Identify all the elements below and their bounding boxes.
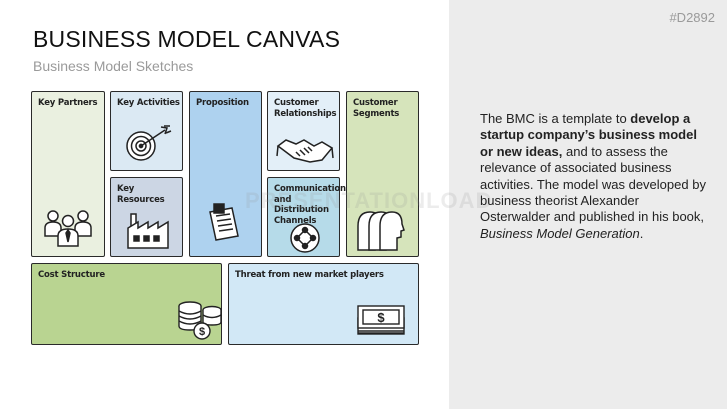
- key-resources-label: Key Resources: [117, 184, 165, 205]
- description-italic: Business Model Generation: [480, 225, 640, 241]
- target-icon: [126, 125, 172, 161]
- business-model-canvas: Key Partners Key Activities Key Resource…: [31, 91, 491, 345]
- notes-icon: [209, 203, 239, 241]
- coins-icon: $: [178, 301, 222, 340]
- key-partners-label: Key Partners: [38, 98, 98, 108]
- key-activities-box: Key Activities: [110, 91, 183, 171]
- description-panel: [449, 0, 727, 409]
- money-dollar-sign: $: [377, 310, 385, 325]
- threat-box: Threat from new market players $: [228, 263, 419, 345]
- slide-title: BUSINESS MODEL CANVAS: [33, 26, 341, 52]
- cost-structure-label: Cost Structure: [38, 270, 105, 280]
- money-icon: $: [357, 305, 405, 335]
- people-group-icon: [44, 210, 92, 247]
- customer-relationships-label: Customer Relationships: [274, 98, 337, 119]
- heads-icon: [357, 211, 405, 251]
- key-partners-box: Key Partners: [31, 91, 105, 257]
- description-bold: develop a startup company’s business mod…: [480, 111, 697, 159]
- handshake-icon: [276, 139, 334, 163]
- slide-code: #D2892: [669, 10, 715, 25]
- proposition-box: Proposition: [189, 91, 262, 257]
- channels-label: Communication and Distribution Channels: [274, 184, 346, 226]
- proposition-label: Proposition: [196, 98, 249, 108]
- key-resources-box: Key Resources: [110, 177, 183, 257]
- description-part-1: The BMC is a template to: [480, 111, 631, 126]
- threat-label: Threat from new market players: [235, 270, 384, 280]
- description-part-3: .: [639, 225, 644, 241]
- watermark: PRESENTATIONLOAD: [245, 188, 493, 213]
- channels-box: Communication and Distribution Channels: [267, 177, 346, 257]
- description-part-2: and to assess the relevance of associate…: [480, 143, 706, 225]
- slide-subtitle: Business Model Sketches: [33, 58, 194, 74]
- key-activities-label: Key Activities: [117, 98, 180, 108]
- coin-dollar-sign: $: [199, 326, 205, 338]
- cost-structure-box: Cost Structure $: [31, 263, 222, 345]
- description-text: The BMC is a template to develop a start…: [480, 111, 712, 242]
- customer-segments-label: Customer Segments: [353, 98, 400, 119]
- customer-relationships-box: Customer Relationships: [267, 91, 340, 171]
- network-icon: [290, 223, 320, 253]
- factory-icon: [127, 213, 169, 249]
- customer-segments-box: Customer Segments: [346, 91, 419, 257]
